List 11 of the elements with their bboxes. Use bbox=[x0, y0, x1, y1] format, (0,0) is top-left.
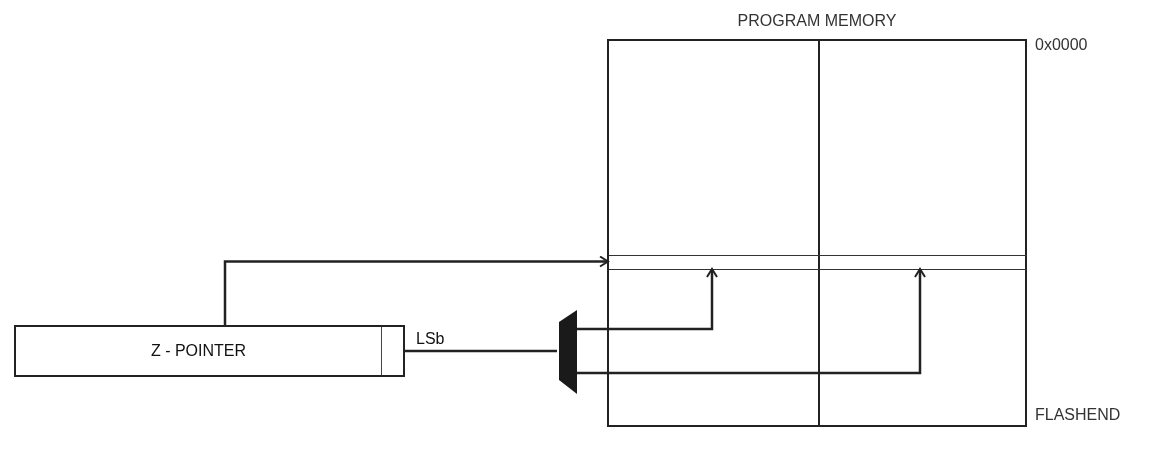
address-label: 0x0000 bbox=[1035, 35, 1088, 55]
connector-line bbox=[405, 349, 557, 353]
arrow bbox=[577, 268, 718, 331]
register-label: Z - POINTER bbox=[150, 341, 247, 361]
memory-title: PROGRAM MEMORY bbox=[736, 11, 898, 31]
register-box bbox=[14, 325, 405, 377]
address-label: FLASHEND bbox=[1035, 405, 1121, 425]
arrow bbox=[577, 268, 926, 375]
edge-label: LSb bbox=[415, 331, 446, 347]
arrow bbox=[223, 255, 609, 325]
memory-row bbox=[609, 255, 1027, 270]
